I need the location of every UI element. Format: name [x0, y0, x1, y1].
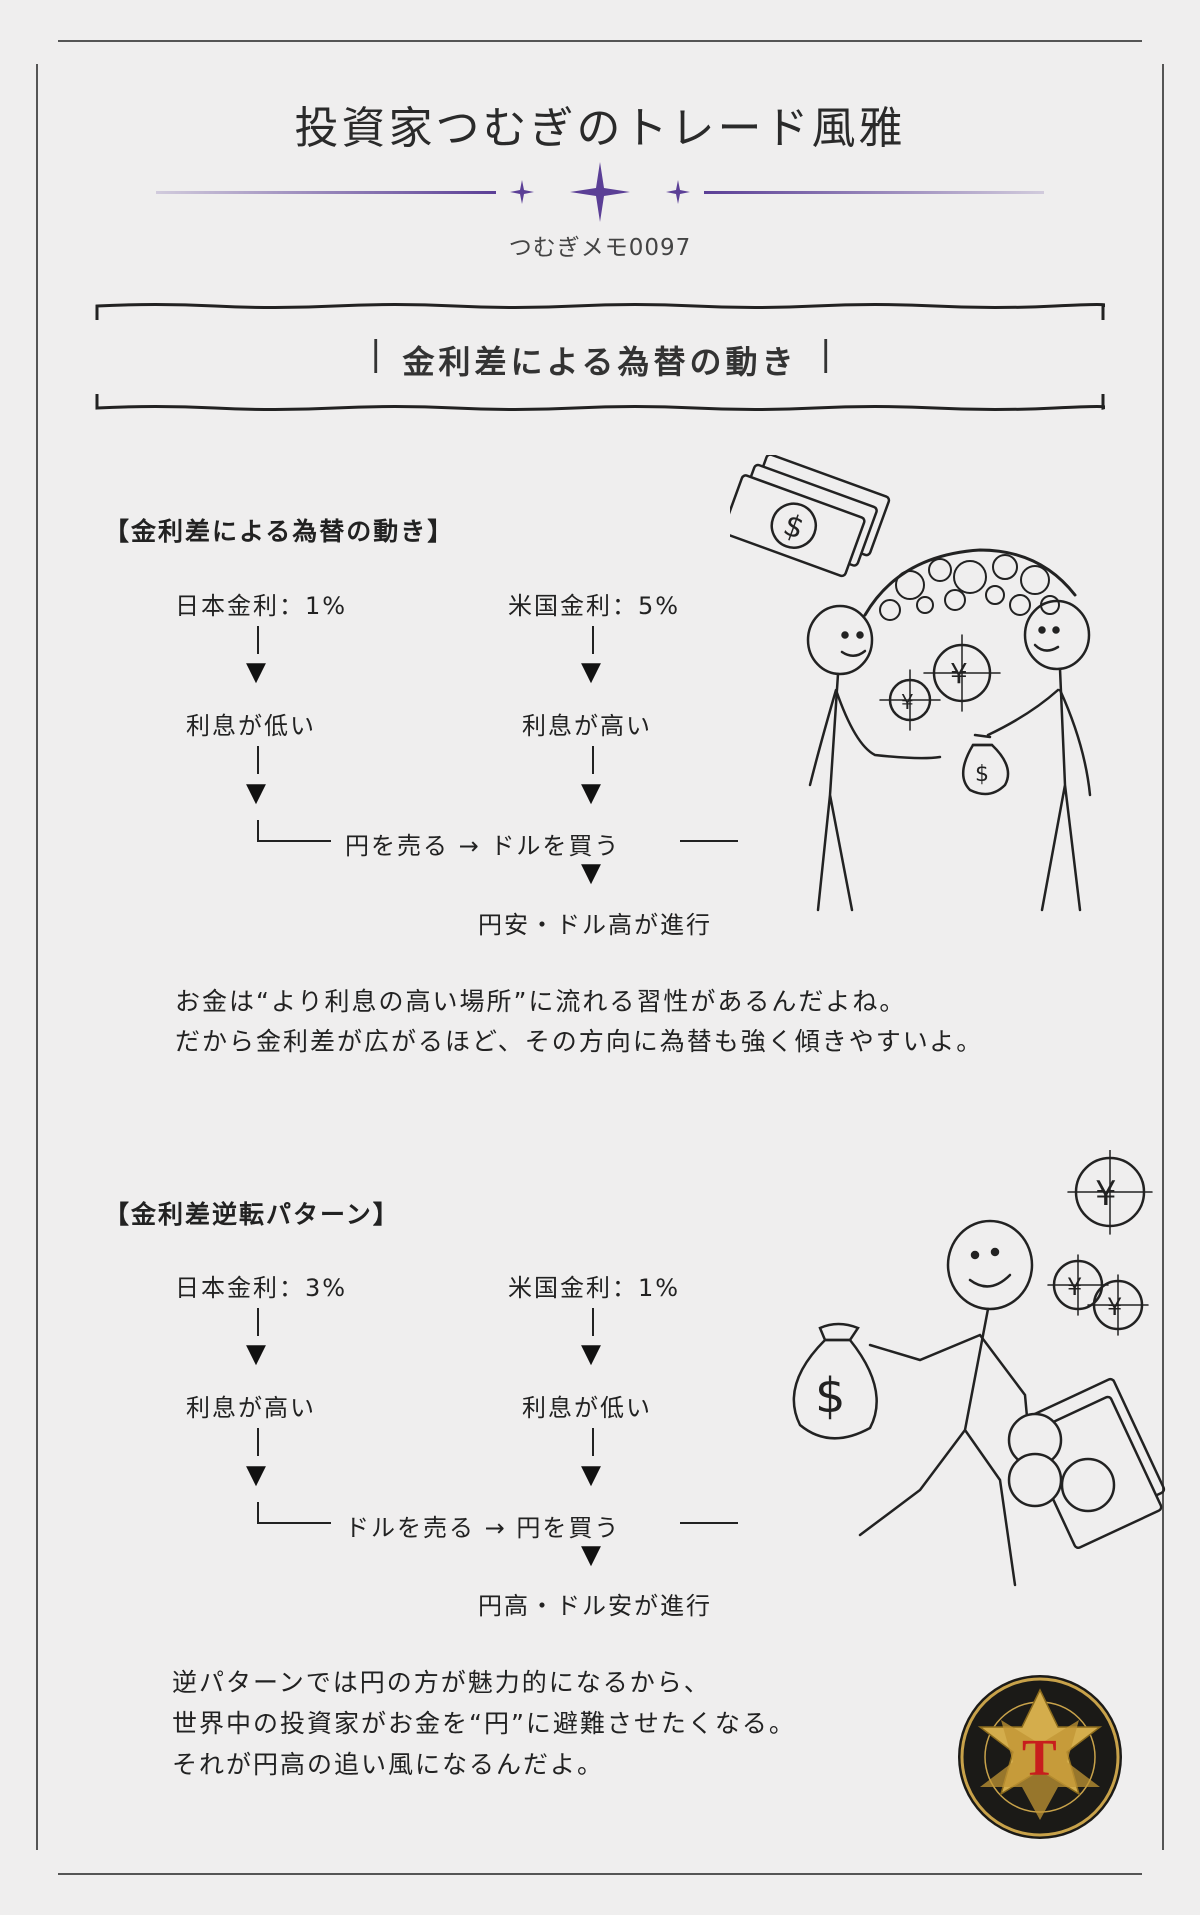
banknotes-icon — [1007, 1377, 1166, 1550]
sparkle-divider — [156, 162, 1044, 222]
s2-para-line2: 世界中の投資家がお金を“円”に避難させたくなる。 — [172, 1709, 796, 1738]
s2-flow-corner — [257, 1502, 259, 1522]
top-border — [58, 40, 1142, 42]
money-bag-icon: $ — [962, 733, 1010, 796]
left-figure — [806, 604, 942, 912]
page-title: 投資家つむぎのトレード風雅 — [294, 103, 906, 154]
s2-right-interest: 利息が低い — [522, 1394, 652, 1422]
brand-logo: T — [958, 1675, 1122, 1839]
svg-text:¥: ¥ — [901, 690, 914, 714]
logo-letter: T — [1022, 1730, 1057, 1787]
s2-right-arrow2: ▼ — [581, 1460, 601, 1490]
right-figure — [986, 599, 1092, 912]
svg-text:$: $ — [815, 1368, 846, 1424]
s1-right-line1 — [592, 626, 594, 654]
svg-text:$: $ — [975, 762, 989, 787]
section1-heading: 【金利差による為替の動き】 — [104, 517, 455, 546]
banner-frame — [95, 303, 1105, 411]
s1-left-arrow1: ▼ — [246, 657, 266, 687]
svg-text:¥: ¥ — [1067, 1273, 1082, 1301]
s2-flow-right-line — [680, 1522, 738, 1524]
s1-right-line2 — [592, 746, 594, 774]
s1-right-arrow2: ▼ — [581, 778, 601, 808]
s1-left-rate: 日本金利：1% — [175, 592, 348, 620]
s2-left-interest: 利息が高い — [186, 1394, 316, 1422]
svg-text:¥: ¥ — [1107, 1293, 1122, 1321]
s1-flow-right-line — [680, 840, 738, 842]
s1-flow-corner — [257, 820, 259, 840]
s1-result: 円安・ドル高が進行 — [478, 911, 712, 939]
s2-flow-left-line — [257, 1522, 331, 1524]
s2-left-line1 — [257, 1308, 259, 1336]
s1-right-arrow1: ▼ — [581, 657, 601, 687]
s1-left-line1 — [257, 626, 259, 654]
s2-left-arrow2: ▼ — [246, 1460, 266, 1490]
yen-target-icon: ¥ ¥ ¥ — [1047, 1150, 1153, 1336]
s2-para-line1: 逆パターンでは円の方が魅力的になるから、 — [172, 1668, 711, 1697]
running-investor-illustration: ¥ ¥ ¥ $ — [792, 1150, 1166, 1587]
money-bag-icon: $ — [792, 1322, 878, 1440]
exchange-illustration: $ $ ¥ ¥ — [730, 455, 1092, 912]
s1-left-arrow2: ▼ — [246, 778, 266, 808]
s1-para-line2: だから金利差が広がるほど、その方向に為替も強く傾きやすいよ。 — [175, 1027, 984, 1056]
left-border — [36, 64, 38, 1850]
banner-bar-left: | — [370, 334, 382, 374]
s1-left-interest: 利息が低い — [186, 712, 316, 740]
s2-left-line2 — [257, 1428, 259, 1456]
s1-left-line2 — [257, 746, 259, 774]
s2-para-line3: それが円高の追い風になるんだよ。 — [172, 1750, 605, 1779]
section2-heading: 【金利差逆転パターン】 — [104, 1200, 400, 1229]
s1-para-line1: お金は“より利息の高い場所”に流れる習性があるんだよね。 — [175, 987, 907, 1016]
banner-bar-right: | — [820, 334, 832, 374]
s2-right-line2 — [592, 1428, 594, 1456]
s1-flow-text: 円を売る → ドルを買う — [345, 832, 621, 860]
s2-flow-text: ドルを売る → 円を買う — [345, 1514, 621, 1542]
s1-right-rate: 米国金利：5% — [508, 592, 681, 620]
svg-text:¥: ¥ — [950, 657, 968, 690]
yen-target-icon: ¥ ¥ — [879, 634, 1001, 731]
s1-right-arrow3: ▼ — [581, 858, 601, 888]
s2-left-arrow1: ▼ — [246, 1339, 266, 1369]
s2-left-rate: 日本金利：3% — [175, 1274, 348, 1302]
svg-text:¥: ¥ — [1095, 1174, 1117, 1214]
s2-right-arrow3: ▼ — [581, 1540, 601, 1570]
s2-right-line1 — [592, 1308, 594, 1336]
s2-result: 円高・ドル安が進行 — [478, 1592, 712, 1620]
banner-title: 金利差による為替の動き — [402, 343, 798, 381]
bottom-border — [58, 1873, 1142, 1875]
running-figure — [858, 1219, 1034, 1587]
s2-right-arrow1: ▼ — [581, 1339, 601, 1369]
s1-right-interest: 利息が高い — [522, 712, 652, 740]
s1-flow-left-line — [257, 840, 331, 842]
memo-number: つむぎメモ0097 — [508, 235, 692, 261]
s2-right-rate: 米国金利：1% — [508, 1274, 681, 1302]
right-border — [1162, 64, 1164, 1850]
banknotes-icon: $ — [730, 455, 891, 578]
